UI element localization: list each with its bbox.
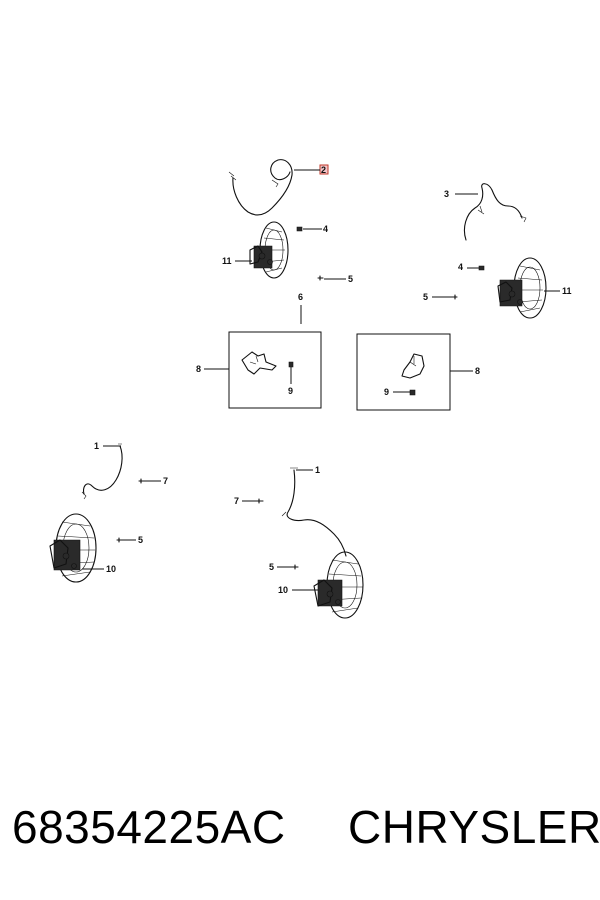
bracket-part-8-left [241, 351, 277, 375]
bracket-part-8-right [401, 353, 425, 379]
sensor-harness-front-left [232, 159, 293, 216]
callout-4-left: 4 [323, 224, 328, 234]
callout-10-left: 10 [106, 564, 116, 574]
brake-assembly-11-right [497, 257, 547, 319]
callout-7-left: 7 [163, 476, 168, 486]
sensor-harness-rear-right [286, 469, 347, 557]
bolt-part-5-left [317, 275, 324, 281]
callout-9-right: 9 [384, 387, 389, 397]
part-number: 68354225AC [12, 801, 286, 853]
callout-6: 6 [298, 292, 303, 302]
brake-assembly-11-left [249, 221, 289, 279]
sensor-harness-front-right [463, 183, 523, 241]
callout-1-right: 1 [315, 465, 320, 475]
bolt-part-4-left [296, 226, 303, 232]
callout-3: 3 [444, 189, 449, 199]
rear-right-assembly: 1 7 5 10 [234, 465, 364, 619]
clip-part-9-left [288, 361, 294, 368]
bolt-part-5-right [451, 294, 458, 300]
brake-assembly-10-right [313, 551, 364, 619]
bolt-part-7-right [256, 498, 264, 504]
callout-5-left: 5 [348, 274, 353, 284]
front-left-assembly: 2 4 11 5 6 [222, 159, 353, 324]
brand-name: CHRYSLER [348, 801, 600, 853]
callout-2: 2 [321, 165, 326, 175]
rear-left-assembly: 1 7 5 10 [49, 441, 168, 583]
callout-4-right: 4 [458, 262, 463, 272]
callout-9-left: 9 [288, 386, 293, 396]
bolt-part-7-left [138, 478, 146, 484]
inset-frame-left [228, 331, 322, 409]
callout-11-right: 11 [562, 286, 572, 296]
clip-part-9-right [409, 389, 416, 396]
callout-7-right: 7 [234, 496, 239, 506]
bolt-part-4-right [478, 265, 485, 271]
bolt-part-5-rear-right [292, 564, 299, 570]
callout-11-left: 11 [222, 256, 232, 266]
inset-frame-right [356, 333, 451, 411]
brake-assembly-10-left [49, 513, 97, 583]
bolt-part-5-rear-left [116, 537, 123, 543]
bracket-box-right: 9 8 [356, 333, 480, 411]
footer: 68354225AC CHRYSLER [0, 800, 600, 860]
callout-5-right: 5 [423, 292, 428, 302]
callout-8-left: 8 [196, 364, 201, 374]
front-right-assembly: 3 4 5 11 [423, 183, 572, 319]
sensor-harness-rear-left [82, 445, 123, 495]
callout-1-left: 1 [94, 441, 99, 451]
callout-8-right: 8 [475, 366, 480, 376]
bracket-box-left: 9 8 [196, 331, 322, 409]
callout-10-right: 10 [278, 585, 288, 595]
callout-5-rear-right: 5 [269, 562, 274, 572]
callout-5-rear-left: 5 [138, 535, 143, 545]
